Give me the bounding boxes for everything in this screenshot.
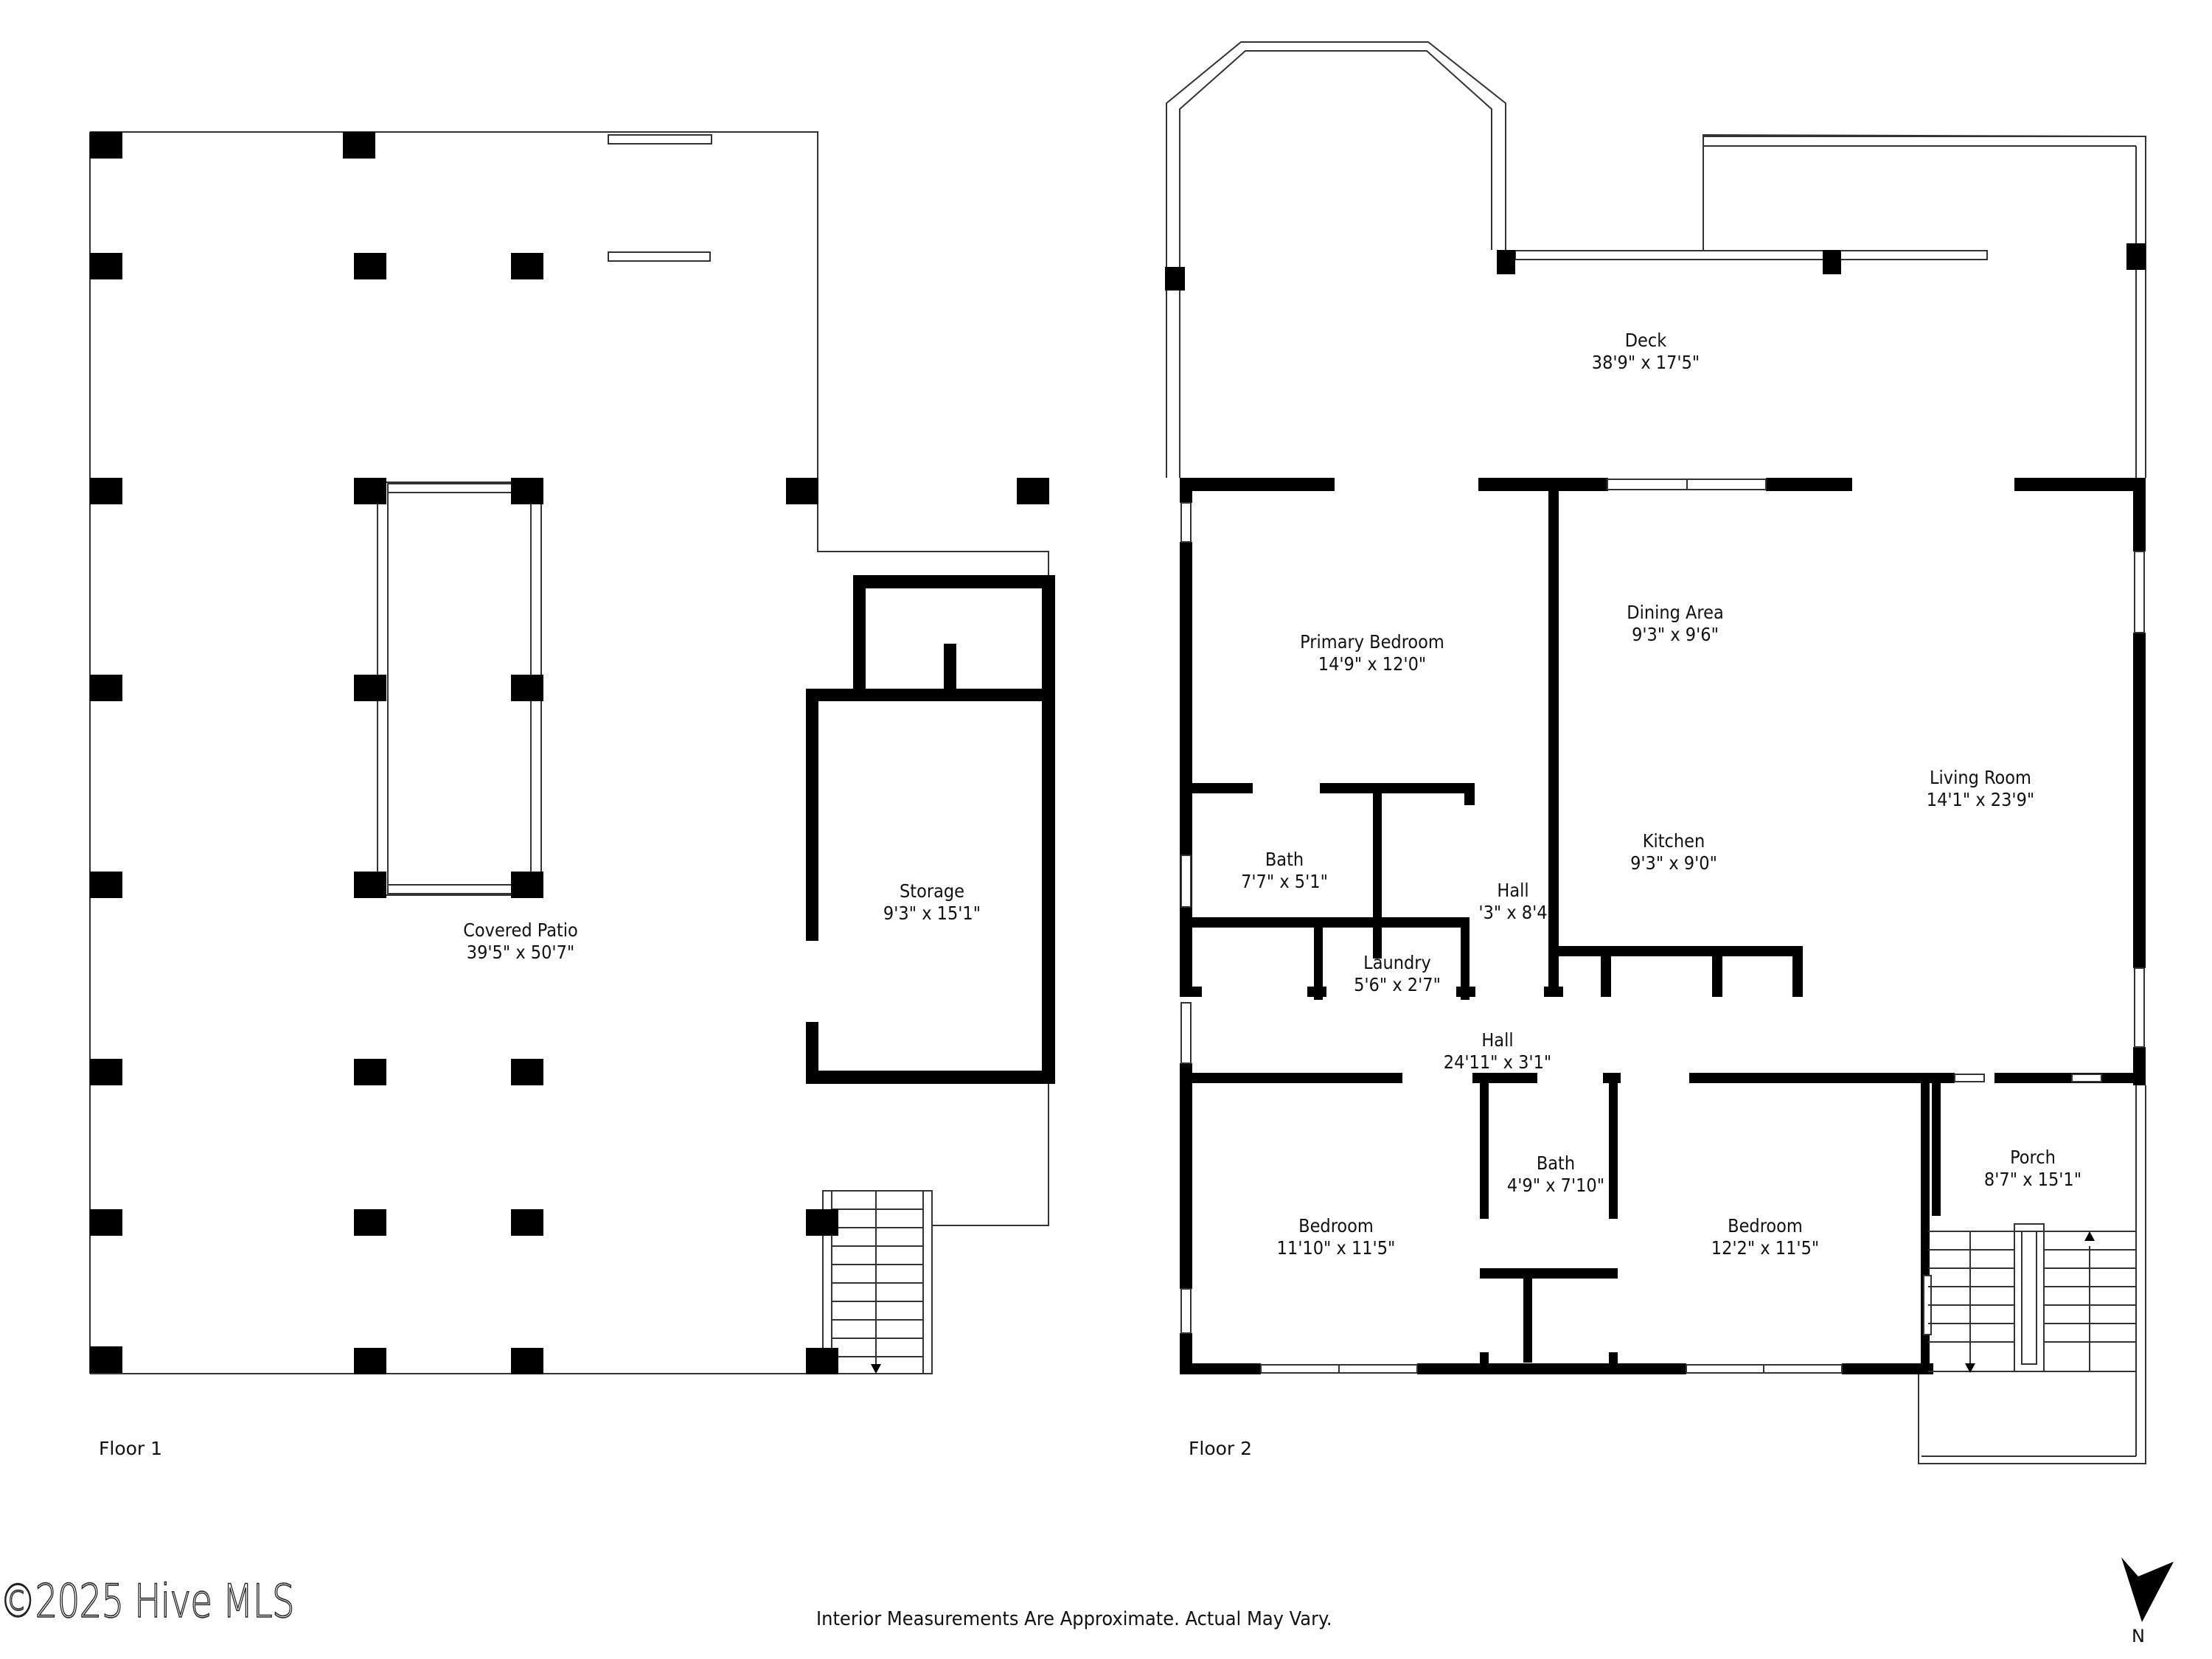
room-name: Primary Bedroom <box>1300 631 1444 653</box>
room-label-primary-bedroom: Primary Bedroom 14'9" x 12'0" <box>1300 631 1444 675</box>
room-name: Kitchen <box>1642 830 1705 852</box>
room-dimensions: 5'6" x 2'7" <box>1354 974 1441 995</box>
room-dimensions: 39'5" x 50'7" <box>466 942 575 963</box>
north-arrow-icon <box>2121 1557 2174 1622</box>
room-dimensions: 38'9" x 17'5" <box>1591 352 1700 373</box>
floor-2-windows <box>1180 479 2145 1374</box>
room-name: Hall <box>1481 1029 1514 1051</box>
room-dimensions: 9'3" x 9'0" <box>1630 852 1717 874</box>
floor-1-label: Floor 1 <box>99 1438 163 1459</box>
room-name: Bedroom <box>1298 1215 1374 1237</box>
room-label-porch: Porch 8'7" x 15'1" <box>1984 1147 2081 1191</box>
room-name: Laundry <box>1363 952 1431 973</box>
measurement-disclaimer: Interior Measurements Are Approximate. A… <box>816 1608 1332 1630</box>
room-name: Dining Area <box>1627 602 1724 623</box>
north-label: N <box>2132 1626 2145 1646</box>
room-name: Bedroom <box>1728 1215 1803 1237</box>
room-dimensions: 9'3" x 9'6" <box>1632 624 1719 645</box>
room-label-covered-patio: Covered Patio 39'5" x 50'7" <box>463 919 578 964</box>
room-label-hall-small: Hall '3" x 8'4 <box>1478 880 1547 924</box>
room-label-hall: Hall 24'11" x 3'1" <box>1444 1029 1551 1074</box>
room-dimensions: 12'2" x 11'5" <box>1711 1237 1820 1259</box>
room-label-dining-area: Dining Area 9'3" x 9'6" <box>1627 602 1723 646</box>
room-label-kitchen: Kitchen 9'3" x 9'0" <box>1630 830 1717 874</box>
room-name: Hall <box>1497 880 1529 901</box>
room-name: Deck <box>1624 330 1667 351</box>
room-name: Covered Patio <box>463 919 578 941</box>
room-dimensions: 24'11" x 3'1" <box>1443 1051 1552 1073</box>
floor-2-label: Floor 2 <box>1189 1438 1253 1459</box>
storage-walls <box>806 575 1055 1084</box>
room-dimensions: 14'1" x 23'9" <box>1926 789 2035 810</box>
room-dimensions: 4'9" x 7'10" <box>1506 1175 1605 1196</box>
room-label-laundry: Laundry 5'6" x 2'7" <box>1354 952 1441 996</box>
room-label-bath-primary: Bath 7'7" x 5'1" <box>1241 849 1328 893</box>
room-name: Living Room <box>1930 767 2031 788</box>
room-name: Bath <box>1265 849 1304 870</box>
room-dimensions: 14'9" x 12'0" <box>1318 653 1427 675</box>
room-dimensions: 11'10" x 11'5" <box>1276 1237 1396 1259</box>
room-label-bedroom-2: Bedroom 12'2" x 11'5" <box>1711 1215 1819 1259</box>
room-label-deck: Deck 38'9" x 17'5" <box>1592 330 1700 374</box>
room-label-storage: Storage 9'3" x 15'1" <box>883 880 981 925</box>
copyright-watermark: ©2025 Hive MLS <box>0 1573 295 1629</box>
room-label-bath-hall: Bath 4'9" x 7'10" <box>1507 1152 1604 1197</box>
floor-1-columns <box>90 132 1049 1374</box>
room-name: Storage <box>899 880 964 902</box>
room-label-living-room: Living Room 14'1" x 23'9" <box>1927 767 2034 811</box>
floor-2-deck-posts <box>1165 243 2146 291</box>
room-dimensions: 9'3" x 15'1" <box>883 902 981 924</box>
porch-stairs <box>1918 1085 2146 1464</box>
room-name: Bath <box>1536 1152 1576 1174</box>
room-label-bedroom-1: Bedroom 11'10" x 11'5" <box>1277 1215 1396 1259</box>
room-dimensions: '3" x 8'4 <box>1478 902 1548 923</box>
room-dimensions: 7'7" x 5'1" <box>1241 871 1328 892</box>
floor-2-deck <box>1166 41 2146 478</box>
room-name: Porch <box>2010 1147 2056 1168</box>
floor-2-walls <box>1180 478 2146 1374</box>
floor-1-plan <box>89 131 1049 1374</box>
stair-arrows <box>871 1231 2095 1374</box>
room-dimensions: 8'7" x 15'1" <box>1983 1169 2082 1190</box>
